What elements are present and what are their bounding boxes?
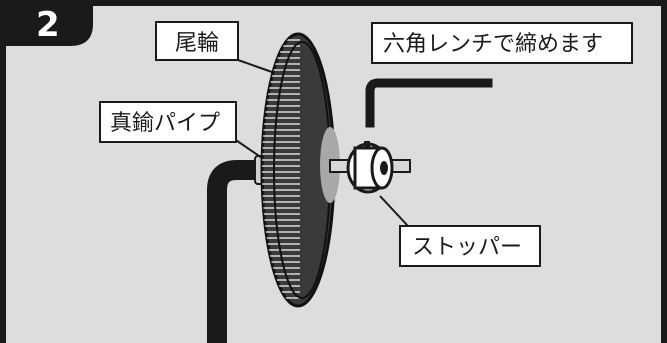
- callout-brass-pipe: 真鍮パイプ: [99, 101, 237, 143]
- callout-hex-wrench: 六角レンチで締めます: [371, 22, 633, 64]
- callout-stopper: ストッパー: [399, 225, 541, 267]
- leader-stopper: [379, 195, 409, 227]
- callout-brass-pipe-label: 真鍮パイプ: [110, 111, 220, 136]
- stopper-bore: [380, 161, 388, 175]
- callout-hex-wrench-label: 六角レンチで締めます: [383, 32, 603, 57]
- callout-brass-pipe-box: [99, 101, 237, 143]
- wrench-icon: [365, 78, 493, 128]
- callout-stopper-box: [399, 225, 541, 267]
- step-badge: 2: [0, 0, 93, 46]
- callout-stopper-label: ストッパー: [412, 235, 522, 260]
- pipe-icon: [207, 160, 268, 343]
- stopper: [346, 141, 394, 194]
- callout-tail-wheel: 尾輪: [155, 21, 239, 61]
- leader-tail-wheel: [237, 59, 273, 73]
- step-badge-shape: [0, 0, 93, 46]
- callout-hex-wrench-box: [371, 22, 633, 64]
- step-number: 2: [36, 5, 60, 45]
- tail-wheel: [260, 32, 340, 308]
- callout-tail-wheel-box: [155, 21, 239, 61]
- stopper-set-screw: [364, 141, 370, 149]
- callout-tail-wheel-label: 尾輪: [175, 31, 219, 56]
